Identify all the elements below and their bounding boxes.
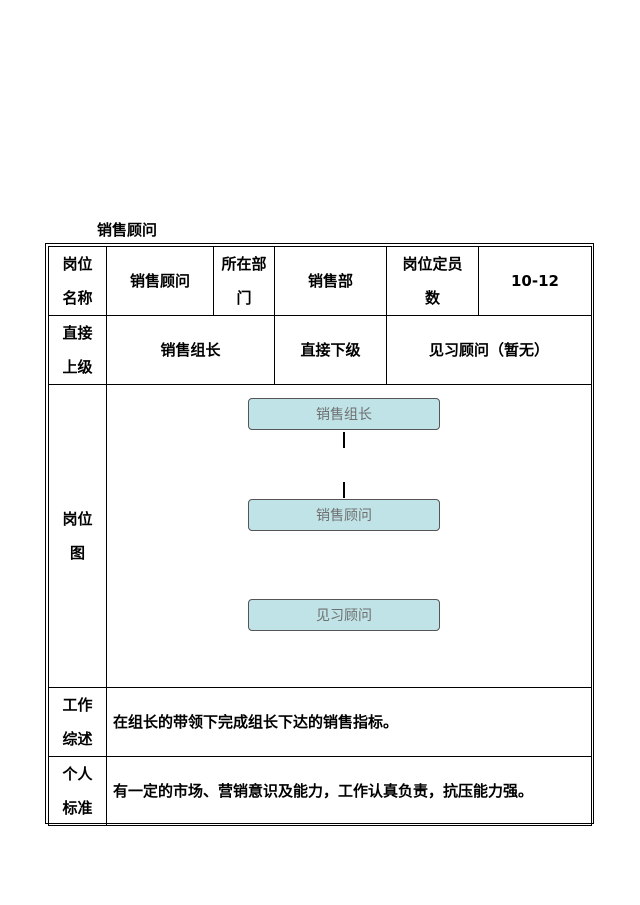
value-headcount: 10-12	[478, 246, 592, 316]
org-connector-upper	[343, 432, 345, 448]
label-job-summary: 工作 综述	[48, 687, 107, 757]
label-direct-superior: 直接 上级	[48, 315, 107, 385]
row-position-name: 岗位 名称 销售顾问 所在部 门 销售部 岗位定员 数 10-12	[48, 246, 592, 316]
value-department: 销售部	[274, 246, 387, 316]
label-position-name: 岗位 名称	[48, 246, 107, 316]
value-job-summary: 在组长的带领下完成组长下达的销售指标。	[106, 687, 592, 757]
value-direct-subordinate: 见习顾问（暂无）	[386, 315, 592, 385]
label-direct-subordinate: 直接下级	[274, 315, 387, 385]
value-personal-standard: 有一定的市场、营销意识及能力，工作认真负责，抗压能力强。	[106, 756, 592, 826]
org-node-trainee-consultant: 见习顾问	[248, 599, 440, 631]
label-headcount: 岗位定员 数	[386, 246, 479, 316]
row-reporting: 直接 上级 销售组长 直接下级 见习顾问（暂无）	[48, 315, 592, 385]
label-department: 所在部 门	[213, 246, 275, 316]
job-description-frame: 岗位 名称 销售顾问 所在部 门 销售部 岗位定员 数 10-12 直接 上级 …	[45, 243, 594, 826]
row-personal-standard: 个人 标准 有一定的市场、营销意识及能力，工作认真负责，抗压能力强。	[48, 756, 592, 826]
org-chart-cell: 销售组长 销售顾问 见习顾问	[106, 384, 592, 688]
value-direct-superior: 销售组长	[106, 315, 275, 385]
org-node-sales-consultant: 销售顾问	[248, 499, 440, 531]
label-org-chart: 岗位 图	[48, 384, 107, 688]
label-personal-standard: 个人 标准	[48, 756, 107, 826]
value-position-name: 销售顾问	[106, 246, 214, 316]
org-node-team-leader: 销售组长	[248, 398, 440, 430]
job-description-table: 岗位 名称 销售顾问 所在部 门 销售部 岗位定员 数 10-12 直接 上级 …	[48, 246, 592, 826]
row-job-summary: 工作 综述 在组长的带领下完成组长下达的销售指标。	[48, 687, 592, 757]
org-connector-lower	[343, 482, 345, 498]
document-title: 销售顾问	[97, 221, 158, 239]
row-org-chart: 岗位 图 销售组长 销售顾问 见习顾问	[48, 384, 592, 688]
